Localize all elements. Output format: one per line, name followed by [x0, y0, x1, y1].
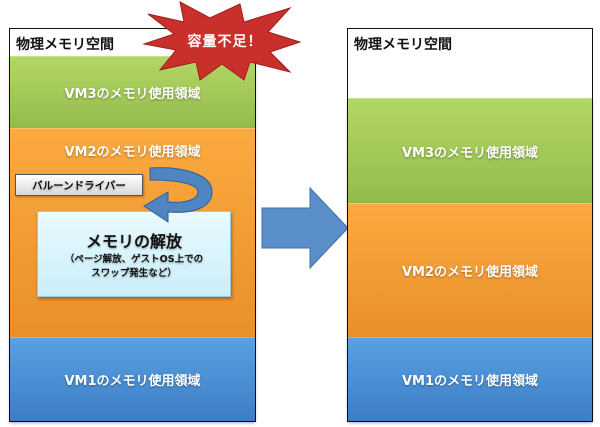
left-vm1-memory-block: VM1のメモリ使用領域: [10, 337, 255, 421]
right-vm1-label: VM1のメモリ使用領域: [401, 374, 539, 389]
left-vm2-label: VM2のメモリ使用領域: [64, 145, 201, 160]
memory-release-sub-2: スワップ発生など）: [91, 268, 177, 279]
right-arrow-icon: [261, 186, 349, 270]
right-vm3-memory-block: VM3のメモリ使用領域: [348, 98, 592, 203]
left-panel-title: 物理メモリ空間: [16, 37, 114, 53]
right-vm2-memory-block: VM2のメモリ使用領域: [348, 203, 592, 337]
right-panel-title: 物理メモリ空間: [354, 37, 452, 53]
curved-arrow-icon: [143, 167, 213, 223]
right-vm2-label: VM2のメモリ使用領域: [401, 265, 539, 280]
right-physical-memory-panel: 物理メモリ空間 VM3のメモリ使用領域 VM2のメモリ使用領域 VM1のメモリ使…: [347, 28, 593, 422]
memory-release-sub-1: （ページ解放、ゲストOS上での: [64, 254, 204, 265]
starburst-alert-icon: [142, 1, 302, 81]
balloon-driver-label: バルーンドライバー: [32, 179, 126, 192]
right-vm1-memory-block: VM1のメモリ使用領域: [348, 337, 592, 421]
capacity-shortage-label: 容量不足！: [187, 34, 263, 50]
left-vm2-memory-block: VM2のメモリ使用領域 バルーンドライバー メモリの解放 （ページ解放、ゲストO…: [10, 128, 255, 337]
left-vm1-label: VM1のメモリ使用領域: [64, 374, 201, 389]
left-physical-memory-panel: 物理メモリ空間 VM3のメモリ使用領域 VM2のメモリ使用領域 バルーンドライバ…: [9, 28, 256, 422]
right-vm3-label: VM3のメモリ使用領域: [401, 145, 539, 161]
memory-release-title: メモリの解放: [85, 232, 182, 251]
memory-release-box: メモリの解放 （ページ解放、ゲストOS上での スワップ発生など）: [37, 211, 231, 297]
left-vm3-label: VM3のメモリ使用領域: [64, 87, 201, 102]
balloon-driver-callout: バルーンドライバー: [15, 174, 143, 196]
